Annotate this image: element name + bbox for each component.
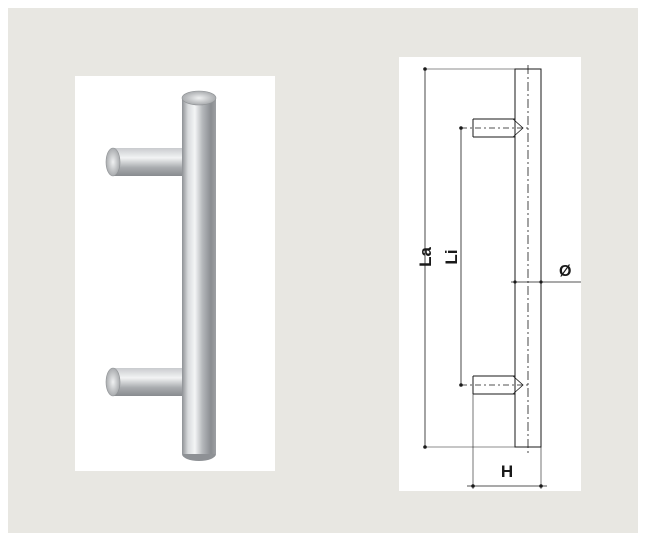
h-label: H [501,462,513,481]
li-label: Li [442,249,461,264]
handle-photo-panel [75,76,275,471]
lower-leg-outline [472,375,515,395]
upper-leg [113,148,193,176]
technical-drawing: La Li Ø H [416,65,581,489]
main-bar [182,98,216,454]
diameter-label: Ø [559,263,571,280]
technical-drawing-panel: La Li Ø H [399,57,581,491]
upper-leg-outline [472,118,515,138]
bar-handle-icon [105,90,217,461]
lower-leg [113,368,193,396]
la-label: La [416,247,435,267]
